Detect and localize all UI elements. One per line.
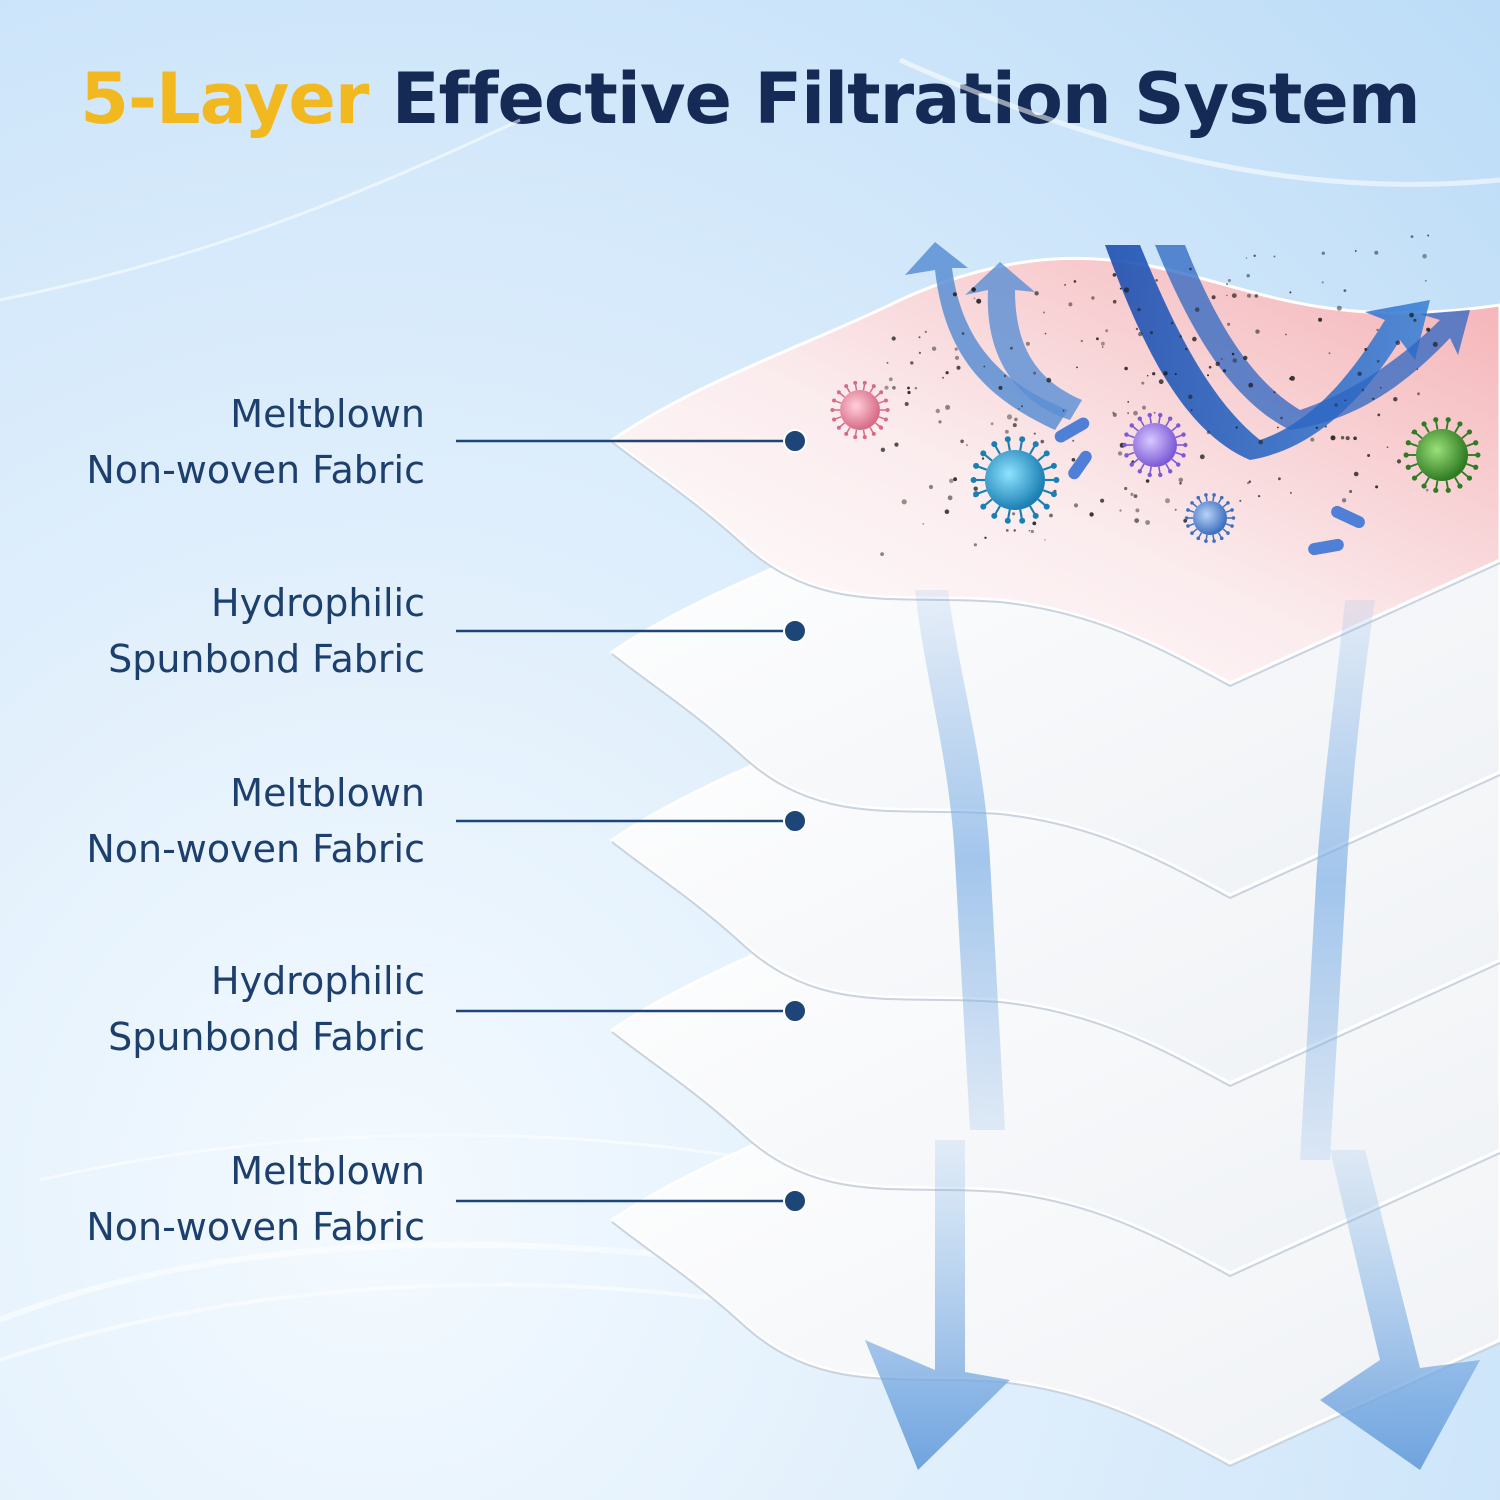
layer-label-line1: Meltblown [230,1149,425,1193]
leader-dot-1 [783,429,807,453]
leader-lines [456,429,807,1213]
fabric-sheet-edge [611,1031,1500,1278]
leader-dot-3 [783,809,807,833]
fabric-sheet [609,256,1500,685]
airflow-arrow-icon [905,242,1470,460]
layer-label-line1: Meltblown [230,771,425,815]
bacteria-icon [1054,417,1090,443]
layer-label-line2: Non-woven Fabric [86,827,425,871]
leader-dot-4 [783,999,807,1023]
layer-label-line2: Spunbond Fabric [108,637,425,681]
virus-icon [1122,412,1188,478]
layer-label-line1: Meltblown [230,392,425,436]
airflow-arrow-icon [865,1140,1480,1470]
fabric-layers [609,256,1500,1468]
fabric-sheet-edge [611,441,1500,688]
layer-label-line2: Non-woven Fabric [86,448,425,492]
layer-label-line2: Non-woven Fabric [86,1205,425,1249]
virus-icon [1403,417,1481,493]
virus-icon [830,380,890,440]
fabric-sheet-edge [611,841,1500,1088]
bacteria-icon [1068,450,1092,480]
microbes-group [830,380,1481,556]
layer-label-line1: Hydrophilic [211,581,425,625]
bacteria-icon [1331,505,1365,529]
airflow-streaks [915,590,1375,1160]
title-main: Effective Filtration System [391,58,1421,140]
page-title: 5-Layer Effective Filtration System [0,58,1500,140]
leader-dot-2 [783,619,807,643]
leader-dot-5 [783,1189,807,1213]
layer-label-line1: Hydrophilic [211,959,425,1003]
virus-icon [970,436,1060,524]
title-accent: 5-Layer [80,58,369,140]
fabric-sheet-edge [611,653,1500,900]
layer-label-line2: Spunbond Fabric [108,1015,425,1059]
bacteria-icon [1308,538,1344,556]
virus-icon [1184,493,1236,543]
